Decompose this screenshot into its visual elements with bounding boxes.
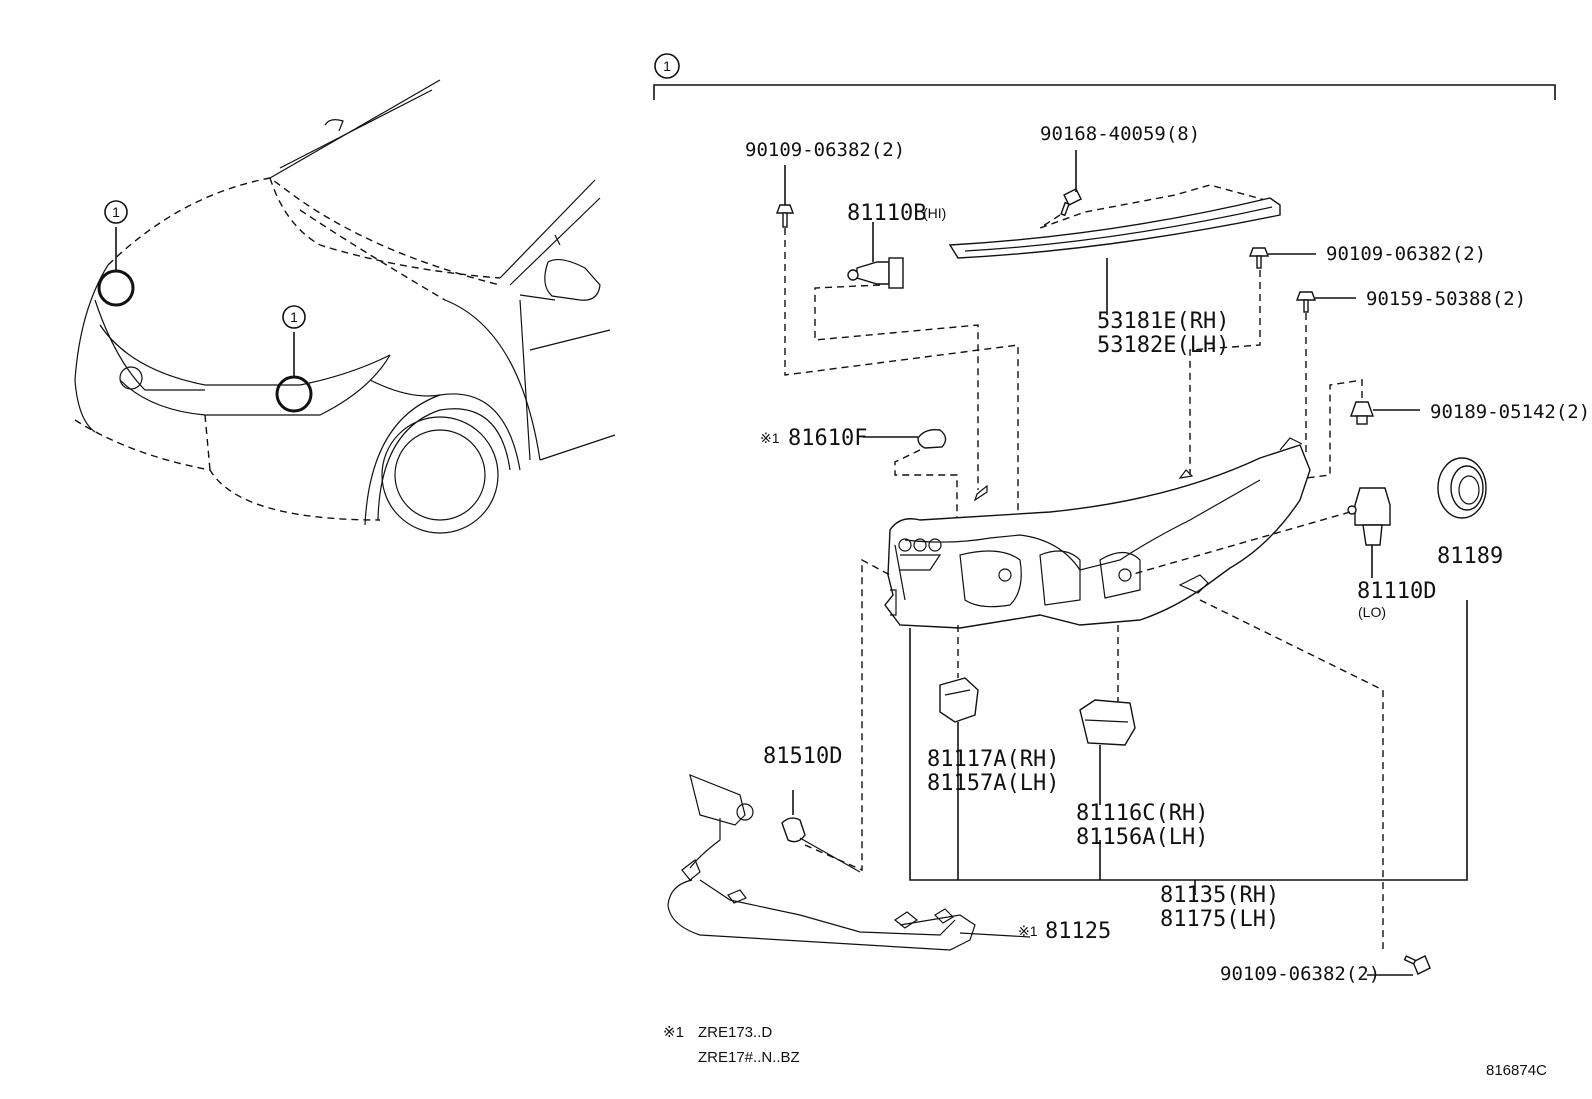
headlamp-housing-icon: [884, 437, 1311, 629]
screw-icon: [1248, 247, 1270, 269]
callout-circle-right: [282, 305, 306, 329]
label-81135: 81135(RH): [1160, 883, 1279, 908]
callout-circle-left: [104, 200, 128, 224]
label-81110d: 81110D: [1357, 579, 1436, 604]
bracket-icon: [939, 677, 979, 723]
label-81110b: 81110B: [847, 201, 926, 226]
label-81175: 81175(LH): [1160, 907, 1279, 932]
label-90168-40059: 90168-40059(8): [1040, 123, 1200, 145]
label-81610f: 81610F: [788, 426, 867, 451]
cap-ring-icon: [1437, 457, 1487, 519]
callout-number: 1: [112, 204, 120, 220]
bracket-icon: [1079, 699, 1136, 746]
label-53182e: 53182E(LH): [1097, 333, 1229, 358]
label-81116c: 81116C(RH): [1076, 801, 1208, 826]
callout-number: 1: [290, 309, 298, 325]
label-90189-05142: 90189-05142(2): [1430, 401, 1590, 423]
label-81125: 81125: [1045, 919, 1111, 944]
small-bulb-icon: [917, 428, 947, 449]
bolt-icon: [1060, 188, 1082, 217]
footnote-mark: ※1: [663, 1024, 684, 1041]
clip-icon: [1350, 401, 1374, 425]
car-front-illustration: 1 1: [74, 79, 616, 534]
wiring-harness-icon: [667, 774, 1031, 951]
label-81125-mark: ※1: [1018, 923, 1038, 939]
assembly-callout-number: 1: [663, 58, 671, 74]
label-81156a: 81156A(LH): [1076, 825, 1208, 850]
label-53181e: 53181E(RH): [1097, 309, 1229, 334]
label-81189: 81189: [1437, 544, 1503, 569]
bulb-lo-icon: [1347, 487, 1391, 546]
label-81110d-lo: (LO): [1358, 604, 1386, 620]
footnote: ※1 ZRE173..D ZRE17#..N..BZ: [663, 1024, 800, 1066]
trim-molding-icon: [948, 197, 1281, 259]
screw-icon: [1295, 291, 1317, 313]
label-81610f-mark: ※1: [760, 430, 780, 446]
footnote-line2: ZRE17#..N..BZ: [698, 1049, 800, 1066]
footnote-line1: ZRE173..D: [698, 1024, 772, 1041]
part-labels: 90109-06382(2) 90168-40059(8) 81110B (HI…: [745, 123, 1590, 985]
parts-drawings: [667, 150, 1487, 976]
label-81510d: 81510D: [763, 744, 842, 769]
label-90109-06382-top: 90109-06382(2): [745, 139, 905, 161]
label-90109-06382-mid: 90109-06382(2): [1326, 243, 1486, 265]
label-90109-06382-bottom: 90109-06382(2): [1220, 963, 1380, 985]
assembly-bracket: 1: [653, 53, 1556, 100]
label-90159-50388: 90159-50388(2): [1366, 288, 1526, 310]
label-81157a: 81157A(LH): [927, 771, 1059, 796]
bulb-hi-icon: [847, 257, 904, 289]
label-81117a: 81117A(RH): [927, 747, 1059, 772]
screw-icon: [775, 204, 795, 228]
screw-icon: [1403, 955, 1431, 975]
label-81110b-hi: (HI): [923, 205, 946, 221]
diagram-id: 816874C: [1486, 1062, 1547, 1079]
